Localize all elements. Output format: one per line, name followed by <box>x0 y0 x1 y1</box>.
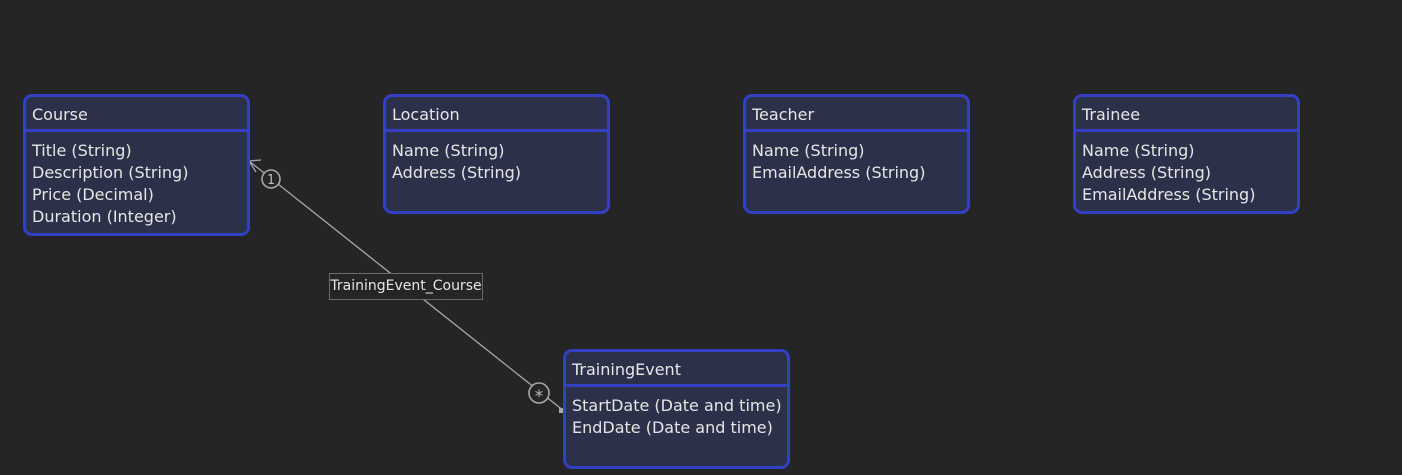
attribute-row[interactable]: Name (String) <box>1082 141 1195 160</box>
attribute-row[interactable]: Address (String) <box>1082 163 1212 182</box>
entity-trainee-title: Trainee <box>1076 97 1297 132</box>
attribute-row[interactable]: EmailAddress (String) <box>1082 185 1256 204</box>
attribute-row[interactable]: Title (String) <box>32 141 132 160</box>
entity-location-attributes: Name (String) Address (String) <box>386 132 607 184</box>
attribute-row[interactable]: Address (String) <box>392 163 522 182</box>
association-label[interactable]: TrainingEvent_Course <box>329 273 483 300</box>
entity-course[interactable]: Course Title (String) Description (Strin… <box>23 94 250 236</box>
multiplicity-one-icon: 1 <box>261 169 281 189</box>
attribute-row[interactable]: Duration (Integer) <box>32 207 177 226</box>
entity-location[interactable]: Location Name (String) Address (String) <box>383 94 610 214</box>
multiplicity-many-icon: * <box>528 382 550 407</box>
entity-teacher-title: Teacher <box>746 97 967 132</box>
entity-course-attributes: Title (String) Description (String) Pric… <box>26 132 247 228</box>
entity-teacher[interactable]: Teacher Name (String) EmailAddress (Stri… <box>743 94 970 214</box>
entity-teacher-attributes: Name (String) EmailAddress (String) <box>746 132 967 184</box>
attribute-row[interactable]: EndDate (Date and time) <box>572 418 773 437</box>
association-end-marker-icon <box>559 408 564 413</box>
entity-location-title: Location <box>386 97 607 132</box>
attribute-row[interactable]: StartDate (Date and time) <box>572 396 782 415</box>
entity-trainee[interactable]: Trainee Name (String) Address (String) E… <box>1073 94 1300 214</box>
entity-training-event[interactable]: TrainingEvent StartDate (Date and time) … <box>563 349 790 469</box>
svg-text:1: 1 <box>267 173 275 188</box>
attribute-row[interactable]: Name (String) <box>392 141 505 160</box>
attribute-row[interactable]: EmailAddress (String) <box>752 163 926 182</box>
attribute-row[interactable]: Description (String) <box>32 163 189 182</box>
entity-training-event-attributes: StartDate (Date and time) EndDate (Date … <box>566 387 787 439</box>
attribute-row[interactable]: Name (String) <box>752 141 865 160</box>
svg-text:*: * <box>535 387 544 407</box>
entity-course-title: Course <box>26 97 247 132</box>
entity-training-event-title: TrainingEvent <box>566 352 787 387</box>
attribute-row[interactable]: Price (Decimal) <box>32 185 154 204</box>
entity-trainee-attributes: Name (String) Address (String) EmailAddr… <box>1076 132 1297 206</box>
